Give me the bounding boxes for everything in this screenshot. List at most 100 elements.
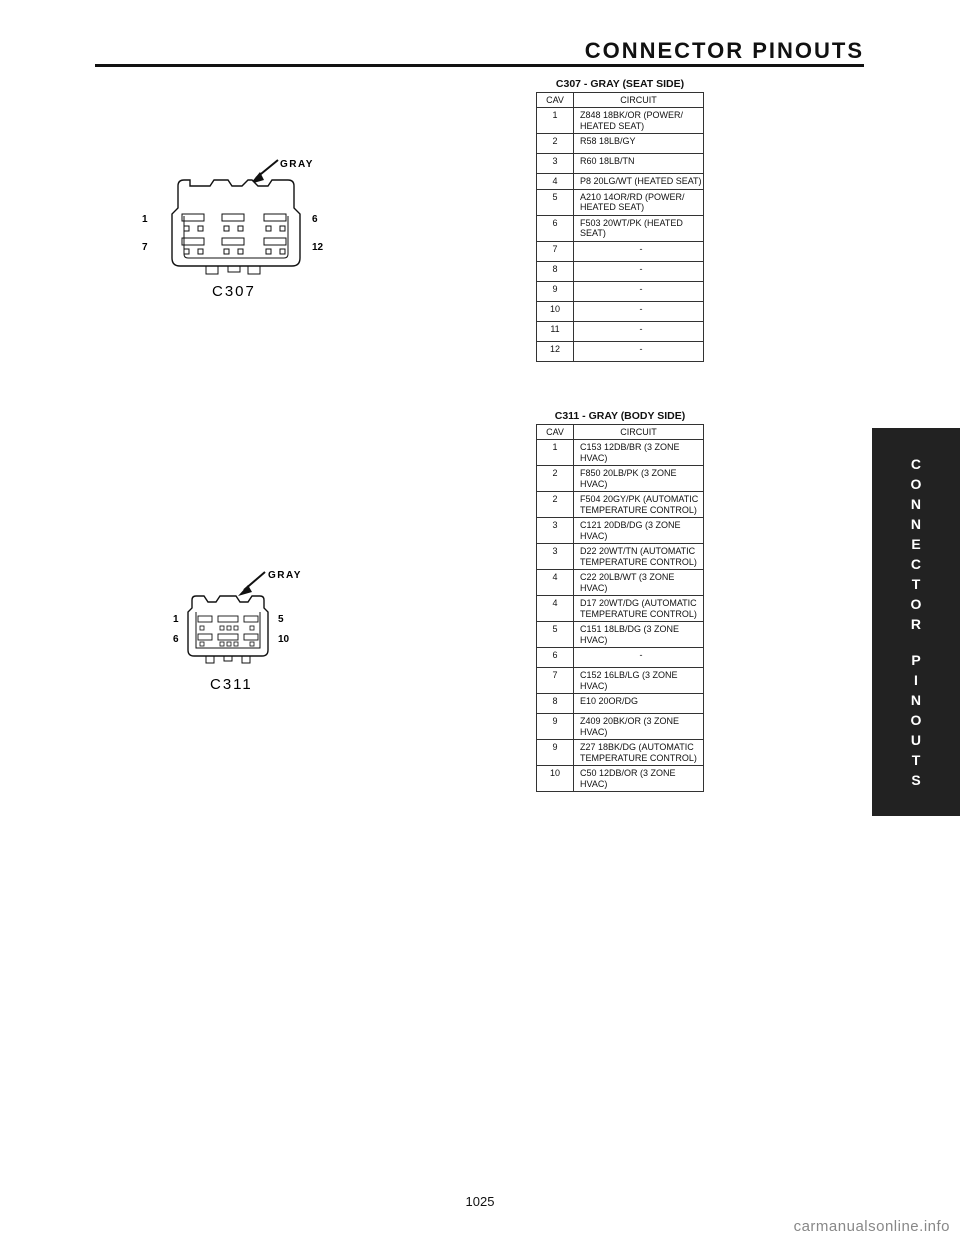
table-row: 8- bbox=[536, 260, 704, 282]
c307-pin-1-label: 1 bbox=[142, 214, 148, 225]
c307-color-label: GRAY bbox=[280, 159, 314, 170]
c307-table-header-row: CAV CIRCUIT bbox=[536, 92, 704, 108]
cav-cell: 5 bbox=[536, 188, 574, 216]
circuit-cell: C151 18LB/DG (3 ZONE HVAC) bbox=[573, 621, 704, 648]
c311-pin-10-label: 10 bbox=[278, 634, 290, 645]
c307-pin-6-label: 6 bbox=[312, 214, 318, 225]
cav-cell: 12 bbox=[536, 340, 574, 362]
circuit-cell: R58 18LB/GY bbox=[573, 133, 704, 154]
side-tab-letter: C bbox=[910, 456, 922, 472]
cav-cell: 8 bbox=[536, 693, 574, 714]
side-tab-letter: T bbox=[911, 752, 921, 768]
side-tab-letter: I bbox=[914, 672, 918, 688]
watermark-link[interactable]: carmanualsonline.info bbox=[793, 1218, 950, 1235]
table-row: 6- bbox=[536, 647, 704, 668]
cav-cell: 7 bbox=[536, 667, 574, 694]
cav-cell: 10 bbox=[536, 300, 574, 322]
circuit-cell: - bbox=[573, 260, 704, 282]
cav-cell: 2 bbox=[536, 491, 574, 518]
c307-table-title: C307 - GRAY (SEAT SIDE) bbox=[555, 78, 685, 90]
page-number: 1025 bbox=[465, 1194, 495, 1209]
side-tab-letter: N bbox=[910, 496, 922, 512]
circuit-cell: C121 20DB/DG (3 ZONE HVAC) bbox=[573, 517, 704, 544]
cav-cell: 3 bbox=[536, 153, 574, 174]
circuit-cell: C152 16LB/LG (3 ZONE HVAC) bbox=[573, 667, 704, 694]
cav-cell: 1 bbox=[536, 439, 574, 466]
c311-table-title: C311 - GRAY (BODY SIDE) bbox=[554, 410, 686, 422]
circuit-cell: - bbox=[573, 240, 704, 262]
c307-connector-diagram: GRAY 1 7 6 12 C307 bbox=[130, 150, 360, 310]
circuit-cell: - bbox=[573, 340, 704, 362]
c311-connector-name: C311 bbox=[210, 676, 253, 693]
circuit-cell: - bbox=[573, 647, 704, 668]
table-row: 10- bbox=[536, 300, 704, 322]
circuit-cell: - bbox=[573, 320, 704, 342]
cav-cell: 2 bbox=[536, 465, 574, 492]
side-tab-letter: N bbox=[910, 692, 922, 708]
cav-cell: 8 bbox=[536, 260, 574, 282]
side-tab-letter: C bbox=[910, 556, 922, 572]
cav-cell: 4 bbox=[536, 595, 574, 622]
cav-cell: 6 bbox=[536, 214, 574, 242]
page-header-title: CONNECTOR PINOUTS bbox=[584, 38, 864, 63]
side-tab-letter: N bbox=[910, 516, 922, 532]
cav-cell: 3 bbox=[536, 543, 574, 570]
circuit-cell: C50 12DB/OR (3 ZONE HVAC) bbox=[573, 765, 704, 792]
cav-cell: 4 bbox=[536, 173, 574, 190]
cav-cell: 9 bbox=[536, 713, 574, 740]
circuit-cell: C153 12DB/BR (3 ZONE HVAC) bbox=[573, 439, 704, 466]
cav-cell: 9 bbox=[536, 739, 574, 766]
cav-column-header: CAV bbox=[536, 424, 574, 440]
cav-cell: 7 bbox=[536, 240, 574, 262]
header-rule bbox=[95, 64, 864, 67]
circuit-cell: C22 20LB/WT (3 ZONE HVAC) bbox=[573, 569, 704, 596]
circuit-cell: Z409 20BK/OR (3 ZONE HVAC) bbox=[573, 713, 704, 740]
circuit-cell: F504 20GY/PK (AUTOMATIC TEMPERATURE CONT… bbox=[573, 491, 704, 518]
circuit-cell: Z27 18BK/DG (AUTOMATIC TEMPERATURE CONTR… bbox=[573, 739, 704, 766]
cav-cell: 4 bbox=[536, 569, 574, 596]
side-tab-letter: O bbox=[910, 476, 922, 492]
c311-pin-1-label: 1 bbox=[173, 614, 179, 625]
cav-cell: 5 bbox=[536, 621, 574, 648]
c307-connector-name: C307 bbox=[212, 283, 256, 300]
c307-pin-7-label: 7 bbox=[142, 242, 148, 253]
c311-pin-5-label: 5 bbox=[278, 614, 284, 625]
circuit-cell: D22 20WT/TN (AUTOMATIC TEMPERATURE CONTR… bbox=[573, 543, 704, 570]
table-row: 11- bbox=[536, 320, 704, 342]
cav-cell: 1 bbox=[536, 107, 574, 134]
circuit-cell: - bbox=[573, 280, 704, 302]
table-row: 9- bbox=[536, 280, 704, 302]
circuit-cell: R60 18LB/TN bbox=[573, 153, 704, 174]
side-tab-letter: E bbox=[911, 536, 921, 552]
circuit-cell: E10 20OR/DG bbox=[573, 693, 704, 714]
circuit-cell: D17 20WT/DG (AUTOMATIC TEMPERATURE CONTR… bbox=[573, 595, 704, 622]
cav-column-header: CAV bbox=[536, 92, 574, 108]
section-side-tab: C O N N E C T O R P I N O U T S bbox=[872, 428, 960, 816]
c311-table-header-row: CAV CIRCUIT bbox=[536, 424, 704, 440]
circuit-cell: Z848 18BK/OR (POWER/ HEATED SEAT) bbox=[573, 107, 704, 134]
cav-cell: 3 bbox=[536, 517, 574, 544]
circuit-cell: - bbox=[573, 300, 704, 322]
circuit-cell: A210 14OR/RD (POWER/ HEATED SEAT) bbox=[573, 188, 704, 216]
cav-cell: 11 bbox=[536, 320, 574, 342]
circuit-cell: P8 20LG/WT (HEATED SEAT) bbox=[573, 173, 704, 190]
cav-cell: 6 bbox=[536, 647, 574, 668]
side-tab-letter: O bbox=[910, 712, 922, 728]
